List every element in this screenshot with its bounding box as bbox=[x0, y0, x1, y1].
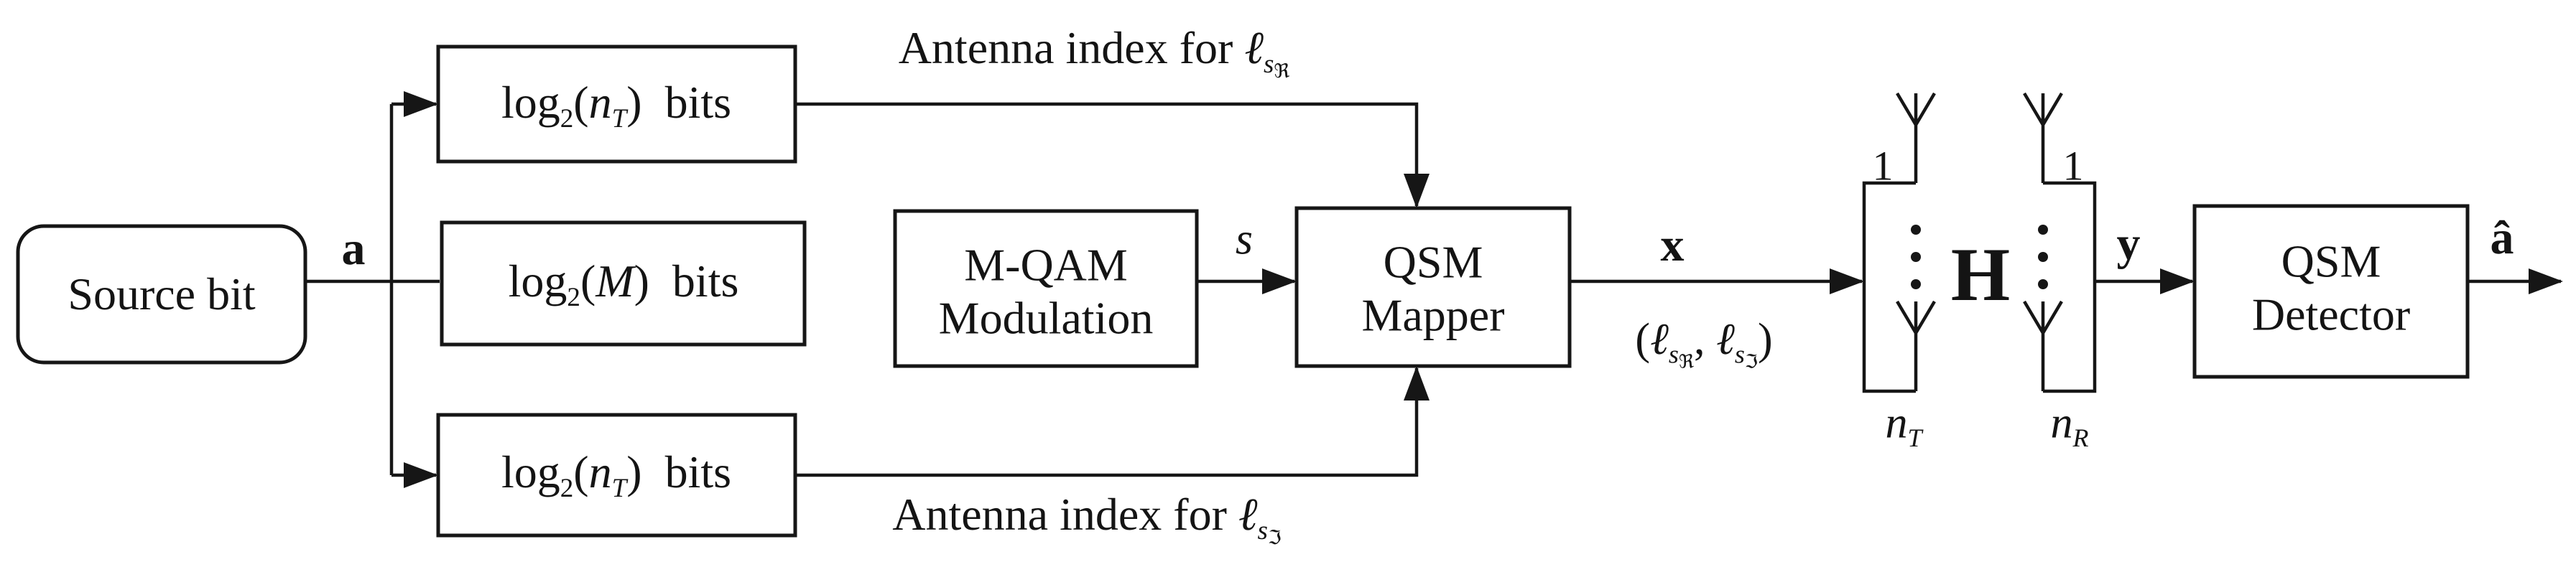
antenna-index-real-text: Antenna index for ℓsℜ bbox=[898, 22, 1290, 83]
tx-antenna-1-label: 1 bbox=[1872, 142, 1894, 189]
antenna-top-left-icon bbox=[1896, 92, 1936, 183]
vertical-dots-left-icon bbox=[1911, 225, 1921, 289]
antenna-bottom-left-icon bbox=[1896, 300, 1936, 391]
source-bit-box bbox=[16, 224, 307, 365]
channel-bracket-left bbox=[1862, 181, 1916, 393]
qsm-detector-box bbox=[2192, 204, 2470, 379]
signal-a-hat-label: â bbox=[2490, 212, 2514, 265]
mapper-line1: QSM bbox=[1383, 236, 1483, 288]
antenna-index-imag-text: Antenna index for ℓsℑ bbox=[892, 488, 1282, 550]
mqam-line1: M-QAM bbox=[964, 239, 1128, 291]
bits-real-label: log2(nT) bits bbox=[501, 77, 732, 134]
detector-line2: Detector bbox=[2251, 289, 2411, 339]
signal-y-label: y bbox=[2116, 217, 2141, 271]
qsm-mapper-box bbox=[1294, 206, 1572, 368]
signal-x-label: x bbox=[1660, 219, 1685, 272]
tx-antenna-nT-label: nT bbox=[1885, 398, 1922, 453]
mqam-modulation-box bbox=[893, 209, 1199, 368]
rx-antenna-1-label: 1 bbox=[2062, 142, 2084, 189]
qsm-detector-label: QSM Detector bbox=[2252, 235, 2410, 340]
rx-antenna-nR-label: nR bbox=[2050, 398, 2089, 453]
mqam-modulation-label: M-QAM Modulation bbox=[939, 238, 1154, 344]
channel-bracket-right bbox=[2043, 181, 2097, 393]
bits-imag-box bbox=[436, 413, 797, 538]
antenna-top-right-icon bbox=[2023, 92, 2063, 183]
bits-imag-label: log2(nT) bits bbox=[501, 446, 732, 504]
bits-symbol-box bbox=[440, 220, 807, 347]
antenna-bottom-right-icon bbox=[2023, 300, 2063, 391]
channel-matrix-H-label: H bbox=[1950, 233, 2011, 317]
wire-real-index-to-mapper bbox=[795, 102, 1430, 208]
source-bit-label: Source bit bbox=[68, 268, 256, 320]
antenna-pair-label: (ℓsℜ, ℓsℑ) bbox=[1635, 314, 1773, 373]
signal-a-label: a bbox=[341, 223, 366, 276]
qsm-mapper-label: QSM Mapper bbox=[1361, 235, 1504, 341]
vertical-dots-right-icon bbox=[2038, 225, 2048, 289]
detector-line1: QSM bbox=[2281, 235, 2381, 287]
bits-symbol-label: log2(M) bits bbox=[508, 256, 739, 313]
mqam-line2: Modulation bbox=[938, 292, 1154, 343]
mapper-line2: Mapper bbox=[1361, 289, 1505, 340]
bits-real-box bbox=[436, 45, 797, 164]
wire-imag-index-to-mapper bbox=[795, 366, 1430, 477]
signal-s-label: s bbox=[1235, 215, 1254, 264]
